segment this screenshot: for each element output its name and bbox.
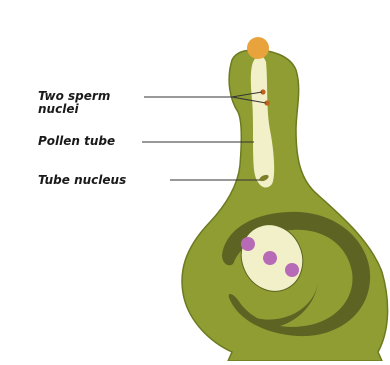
label-sperm-nuclei: Two sperm nuclei	[38, 90, 110, 116]
label-tube-nucleus: Tube nucleus	[38, 174, 126, 187]
pollen-grain	[247, 37, 269, 59]
label-sperm-nuclei-line-2: nuclei	[38, 103, 110, 116]
embryo-sac-nucleus-3	[285, 263, 299, 277]
label-pollen-tube: Pollen tube	[38, 135, 115, 148]
embryo-sac-nucleus-2	[263, 251, 277, 265]
embryo-sac-nucleus-1	[241, 237, 255, 251]
